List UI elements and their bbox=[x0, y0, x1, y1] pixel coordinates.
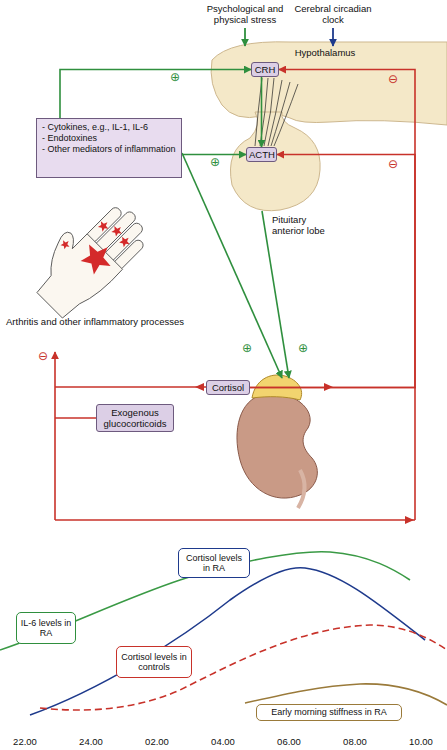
node-text: Cortisol levels in RA bbox=[182, 553, 246, 574]
hypothalamus-shape bbox=[211, 42, 447, 125]
cortisol-ra-curve bbox=[30, 568, 425, 715]
node-text: CRH bbox=[254, 64, 276, 75]
stress-arrow bbox=[244, 28, 246, 46]
node-text: - Endotoxines bbox=[42, 133, 176, 144]
node-text: IL-6 levels in RA bbox=[20, 618, 72, 639]
input-label: Psychological and physical stress bbox=[195, 3, 295, 25]
cortisol-feedback-lines bbox=[55, 352, 415, 520]
inhibition-sign: ⊖ bbox=[386, 158, 400, 171]
drug-box: Exogenous glucocorticoids bbox=[96, 404, 174, 432]
curve-callout: Cortisol levels in RA bbox=[178, 548, 250, 578]
process-label: Arthritis and other inflammatory process… bbox=[5, 316, 185, 327]
stiffness-curve bbox=[245, 684, 447, 705]
time-tick: 10.00 bbox=[403, 736, 439, 747]
time-tick: 02.00 bbox=[139, 736, 175, 747]
clock-arrow bbox=[332, 28, 334, 46]
ureter-shape bbox=[298, 470, 305, 508]
il6-curve bbox=[0, 552, 410, 650]
stimulation-sign: ⊕ bbox=[296, 342, 310, 355]
node-text: - Cytokines, e.g., IL-1, IL-6 bbox=[42, 122, 176, 133]
input-label: Cerebral circadian clock bbox=[293, 3, 373, 25]
acth-to-adrenal-arrow bbox=[262, 211, 289, 378]
inhibition-sign: ⊖ bbox=[36, 350, 50, 363]
stimulation-arrow bbox=[60, 70, 251, 119]
inhibition-sign: ⊖ bbox=[386, 73, 400, 86]
hormone-box: ACTH bbox=[246, 147, 277, 162]
time-tick: 06.00 bbox=[271, 736, 307, 747]
node-text: Cortisol levels in controls bbox=[120, 652, 188, 673]
time-tick: 24.00 bbox=[73, 736, 109, 747]
time-tick: 04.00 bbox=[205, 736, 241, 747]
pituitary-shape bbox=[230, 112, 320, 211]
stimulation-sign: ⊕ bbox=[240, 342, 254, 355]
stimulation-arrow bbox=[261, 77, 263, 147]
curve-callout: Cortisol levels in controls bbox=[116, 646, 192, 678]
cortisol-control-curve bbox=[40, 625, 447, 710]
curve-callout: IL-6 levels in RA bbox=[16, 612, 76, 644]
feedback-arrow bbox=[250, 70, 415, 388]
hormone-box: CRH bbox=[251, 62, 279, 77]
organ-label: Pituitary anterior lobe bbox=[272, 214, 338, 236]
feedback-arrow bbox=[250, 155, 415, 388]
node-text: Exogenous glucocorticoids bbox=[99, 407, 171, 429]
nerve-fibers bbox=[255, 78, 298, 146]
node-text: Cortisol bbox=[209, 382, 247, 393]
stimulation-sign: ⊕ bbox=[208, 156, 222, 169]
node-text: Early morning stiffness in RA bbox=[260, 707, 398, 718]
mediator-to-adrenal-arrow bbox=[182, 153, 282, 378]
arrowhead bbox=[195, 383, 204, 391]
curve-callout: Early morning stiffness in RA bbox=[256, 704, 402, 721]
node-text: ACTH bbox=[249, 149, 274, 160]
time-tick: 08.00 bbox=[337, 736, 373, 747]
node-text: - Other mediators of inflammation bbox=[42, 144, 176, 155]
mediator-box: - Cytokines, e.g., IL-1, IL-6- Endotoxin… bbox=[36, 118, 182, 178]
arrowhead bbox=[405, 516, 414, 524]
time-tick: 22.00 bbox=[7, 736, 43, 747]
organ-label: Hypothalamus bbox=[285, 47, 365, 58]
hormone-box: Cortisol bbox=[206, 380, 250, 395]
stimulation-sign: ⊕ bbox=[168, 71, 182, 84]
hand-illustration bbox=[21, 189, 156, 324]
